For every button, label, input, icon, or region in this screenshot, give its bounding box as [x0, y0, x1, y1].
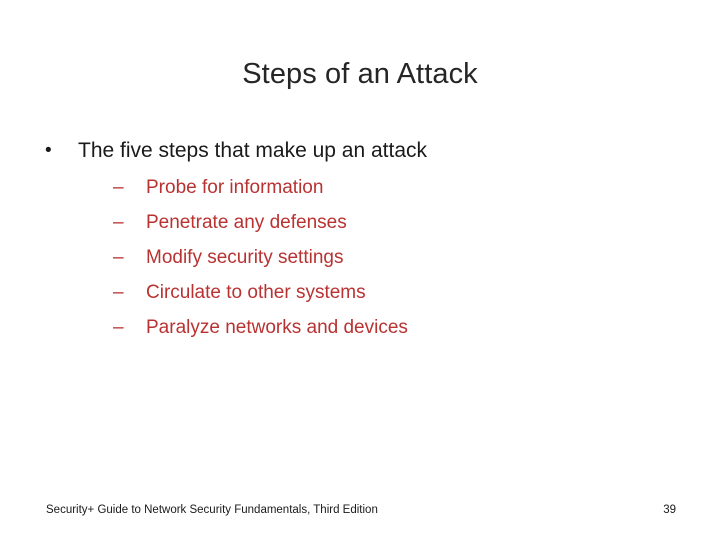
list-item-label: Modify security settings [146, 247, 344, 268]
slide-body: • The five steps that make up an attack … [40, 136, 680, 345]
dash-bullet-icon: – [113, 317, 124, 338]
dash-bullet-icon: – [113, 212, 124, 233]
bullet-list-level1: • The five steps that make up an attack … [40, 136, 680, 345]
list-item: – Paralyze networks and devices [113, 310, 680, 345]
bullet-point-icon: • [45, 140, 52, 161]
list-item-label: Paralyze networks and devices [146, 317, 408, 338]
list-item: – Penetrate any defenses [113, 205, 680, 240]
footer-text: Security+ Guide to Network Security Fund… [46, 504, 378, 516]
list-item-label: The five steps that make up an attack [78, 139, 428, 162]
page-title: Steps of an Attack [242, 58, 478, 90]
list-item-label: Circulate to other systems [146, 282, 366, 303]
dash-bullet-icon: – [113, 247, 124, 268]
dash-bullet-icon: – [113, 177, 124, 198]
list-item: – Circulate to other systems [113, 275, 680, 310]
list-item: – Modify security settings [113, 240, 680, 275]
bullet-list-level2: – Probe for information – Penetrate any … [78, 170, 680, 345]
dash-bullet-icon: – [113, 282, 124, 303]
list-item-label: Penetrate any defenses [146, 212, 347, 233]
list-item: – Probe for information [113, 170, 680, 205]
list-item-label: Probe for information [146, 177, 324, 198]
page-number: 39 [663, 504, 676, 516]
list-item: • The five steps that make up an attack … [40, 136, 680, 345]
